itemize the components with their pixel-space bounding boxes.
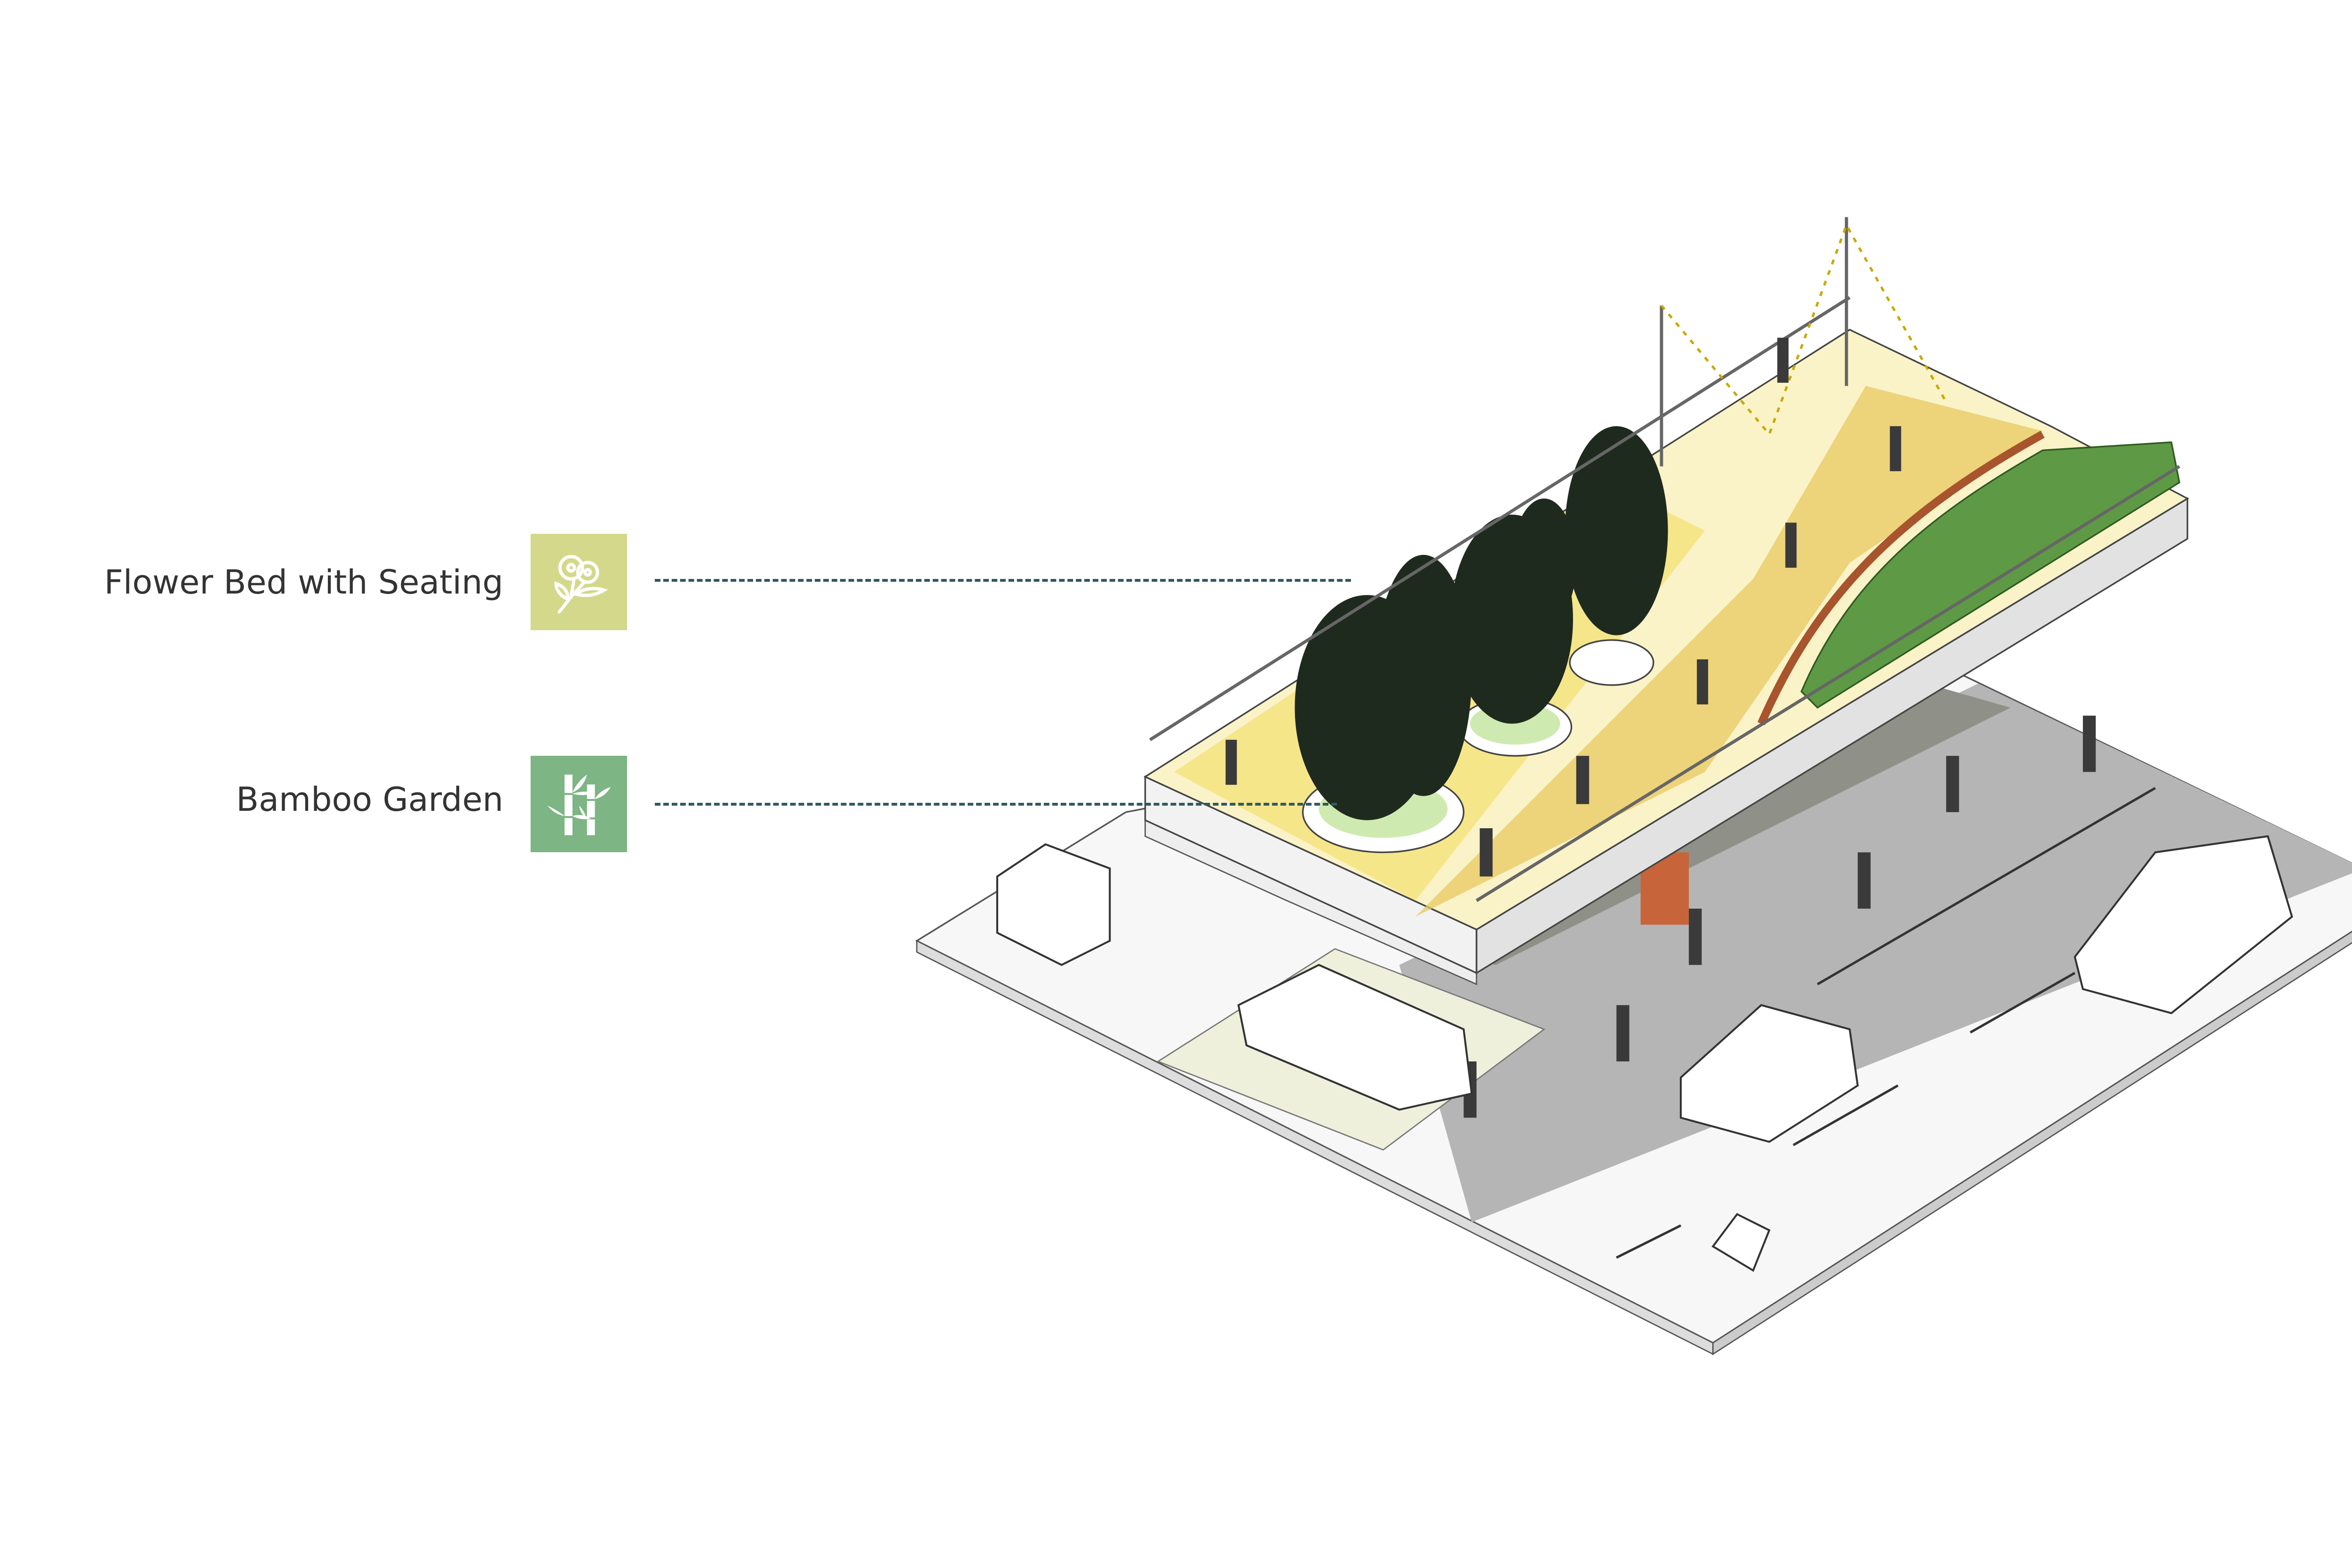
walkway-path	[1415, 386, 2043, 917]
lane-marking	[1793, 1084, 1899, 1146]
road	[1399, 683, 2352, 1222]
legend-icon-bamboo-garden	[531, 756, 627, 852]
lane-marking	[1817, 787, 2156, 985]
bamboo-planter	[1569, 639, 1654, 686]
ground-slab-edge-right	[1712, 931, 2352, 1355]
scooter	[1711, 1213, 1771, 1272]
flower-bed-edge	[1757, 430, 2045, 726]
bamboo-trees	[1295, 426, 1668, 820]
suv-parked	[1237, 964, 1473, 1111]
railing-back	[1149, 296, 1851, 741]
bamboo-icon	[547, 774, 611, 835]
railing-front	[1476, 465, 2180, 902]
legend-label-bamboo-garden: Bamboo Garden	[236, 780, 503, 819]
leader-line-flower-bed	[655, 579, 1351, 582]
legend-label-flower-bed: Flower Bed with Seating	[104, 563, 503, 602]
auto-rickshaw	[996, 843, 1111, 966]
lane-marking	[1616, 1224, 1682, 1259]
lane-marking	[1970, 972, 2076, 1034]
vehicles	[996, 835, 2293, 1272]
legend-icon-flower-bed	[531, 534, 627, 630]
sedan	[1680, 1004, 1859, 1143]
leader-line-bamboo-garden	[655, 803, 1337, 806]
flower-icon	[554, 554, 608, 613]
suv-road	[2074, 835, 2293, 1014]
